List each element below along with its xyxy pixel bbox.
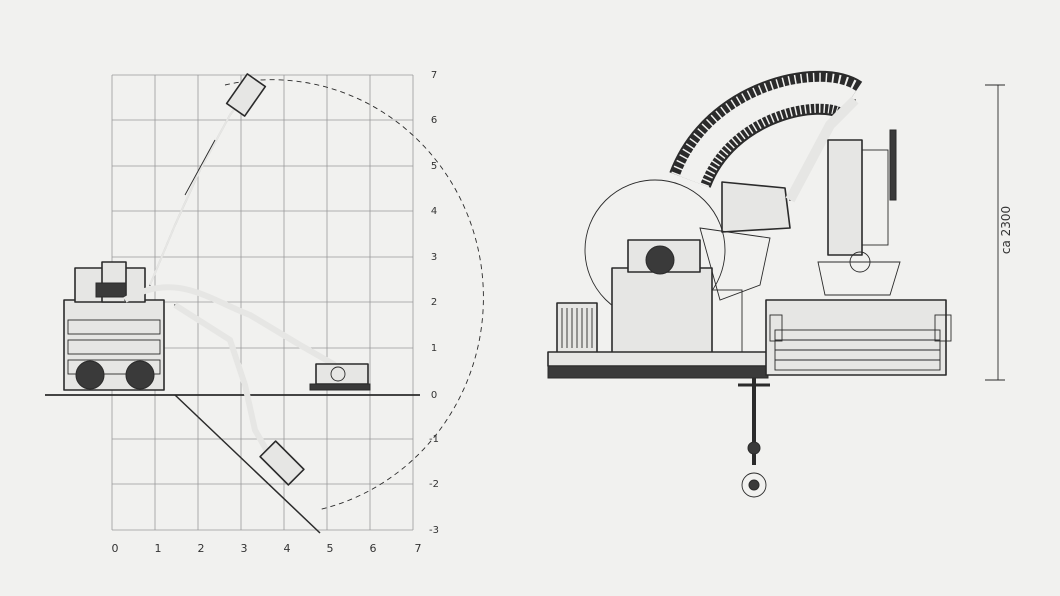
x-tick: 3 (241, 542, 248, 555)
y-tick: 7 (431, 70, 437, 81)
y-tick: -1 (429, 434, 439, 445)
x-tick: 6 (370, 542, 377, 555)
suction-hose (669, 70, 863, 189)
arm-horizontal-position (123, 284, 371, 391)
y-tick: 5 (431, 161, 437, 172)
slope-line (174, 394, 321, 534)
crane-arm (785, 96, 901, 296)
y-tick: 0 (431, 390, 437, 401)
hose-cone (699, 227, 771, 301)
reach-diagram: 0 1 2 3 4 5 6 7 7 6 5 4 3 2 1 0 -1 -2 -3 (45, 70, 484, 555)
chassis (547, 351, 769, 379)
engine-unit (556, 239, 743, 354)
y-tick: 3 (431, 252, 437, 263)
hose-connector (721, 181, 791, 233)
y-tick: -3 (429, 525, 439, 536)
y-tick: 4 (431, 206, 437, 217)
y-tick: 2 (431, 297, 437, 308)
y-tick: 6 (431, 115, 437, 126)
y-tick: -2 (429, 479, 439, 490)
arm-upper-position (149, 73, 267, 286)
reach-arc (224, 79, 484, 511)
x-tick: 0 (112, 542, 119, 555)
x-tick: 1 (155, 542, 162, 555)
x-tick: 2 (198, 542, 205, 555)
height-label: ca 2300 (999, 206, 1013, 254)
arm-lower-position (173, 302, 305, 486)
tow-hitch (738, 378, 770, 498)
tractor-side-view (63, 261, 165, 391)
height-dimension: ca 2300 (985, 84, 1013, 381)
x-tick: 5 (327, 542, 334, 555)
x-tick: 7 (415, 542, 422, 555)
y-tick: 1 (431, 343, 437, 354)
y-axis-ticks: 7 6 5 4 3 2 1 0 -1 -2 -3 (429, 70, 439, 536)
x-axis-ticks: 0 1 2 3 4 5 6 7 (112, 542, 422, 555)
brush-housing (765, 299, 952, 376)
machine-rear-view: ca 2300 (547, 70, 1013, 498)
reach-grid (111, 74, 414, 531)
x-tick: 4 (284, 542, 291, 555)
